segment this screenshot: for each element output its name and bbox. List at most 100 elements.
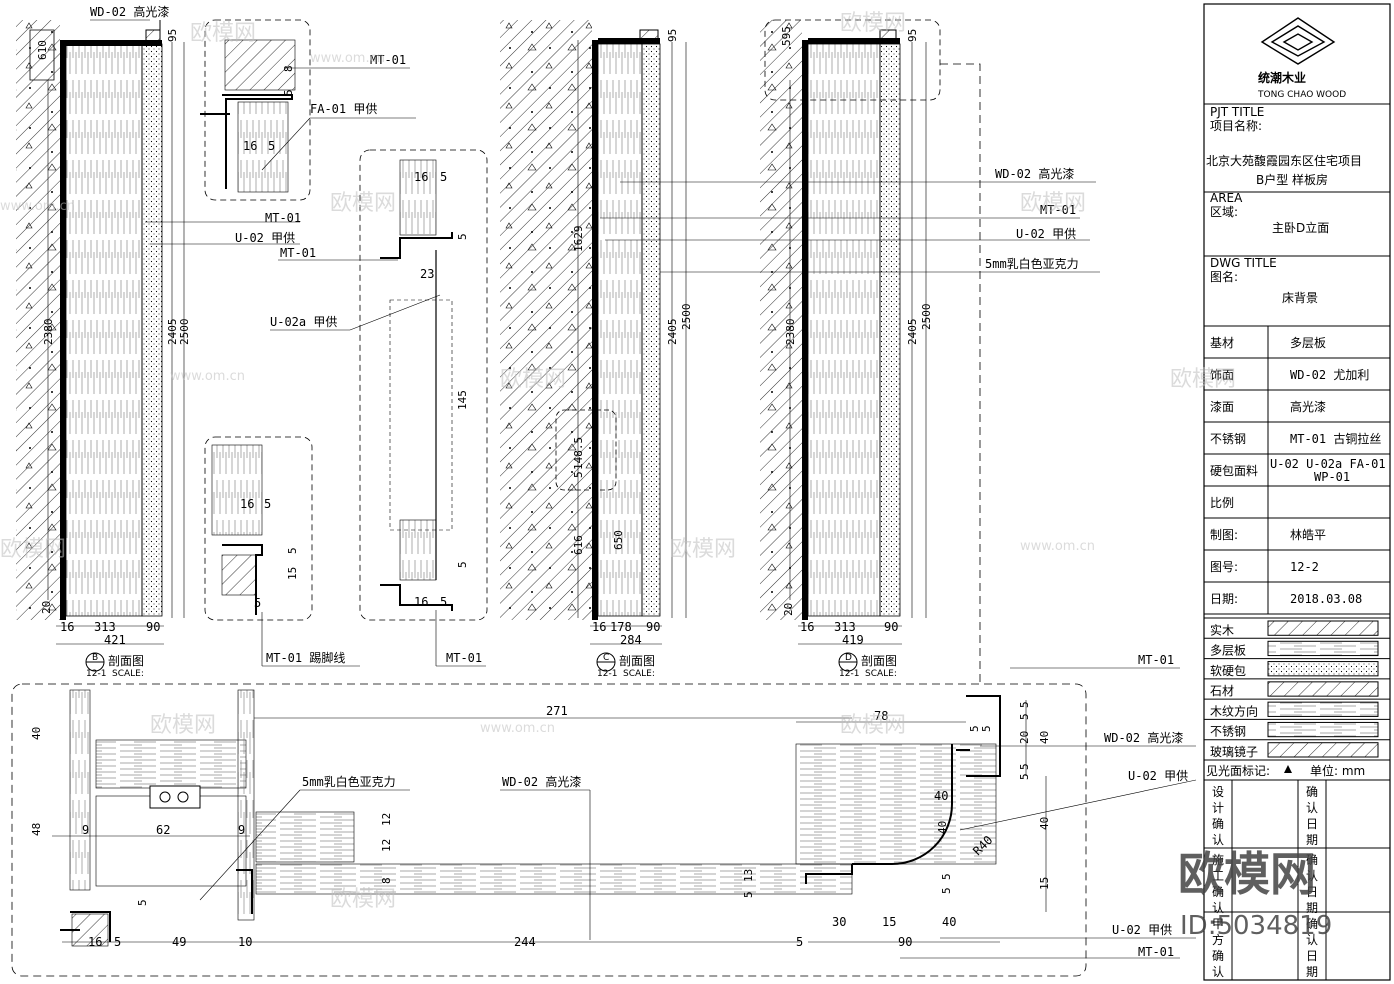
plan-dim-40c: 40 <box>934 789 948 803</box>
tb-row-label: 硬包面料 <box>1210 464 1258 478</box>
plan-dim-40d: 40 <box>936 821 949 834</box>
b-dim-20: 20 <box>40 601 53 614</box>
plan-dim-9b: 9 <box>238 823 245 837</box>
det3-dim-16: 16 <box>414 170 428 184</box>
owner-confirm-label: 方 <box>1212 932 1224 947</box>
label-mt01-plan-top: MT-01 <box>1138 653 1174 667</box>
c-section-scale: SCALE: <box>623 669 655 679</box>
c-dim-95: 95 <box>666 29 679 42</box>
det3-dim-5: 5 <box>440 170 447 184</box>
detail-bottom-2: 16 5 5 15 5 <box>204 436 313 621</box>
plan-dim-16: 16 <box>88 935 102 949</box>
det2-dim-15: 15 <box>286 567 299 580</box>
plan-dim-20: 20 <box>1018 731 1031 744</box>
b-section-tag: B <box>92 653 98 663</box>
b-dim-313: 313 <box>94 620 116 634</box>
plan-dim-9a: 9 <box>82 823 89 837</box>
detail-top-1: 16 5 8 5 <box>200 19 311 201</box>
det1-dim-16: 16 <box>243 139 257 153</box>
tb-row-label: 饰面 <box>1210 368 1234 382</box>
label-u02-plan-low: U-02 甲供 <box>1112 923 1172 937</box>
label-u02-plan-right: U-02 甲供 <box>1128 769 1188 783</box>
plan-dim-244: 244 <box>514 935 536 949</box>
d-dim-2500: 2500 <box>920 304 933 331</box>
visible-face-triangle-icon <box>1284 765 1292 773</box>
b-dim-2500: 2500 <box>178 319 191 346</box>
tb-row-label: 图号: <box>1210 560 1238 574</box>
b-dim-95: 95 <box>166 29 179 42</box>
d-dim-313: 313 <box>834 620 856 634</box>
c-dim-284: 284 <box>620 633 642 647</box>
visible-face-label: 见光面标记: <box>1206 764 1270 778</box>
watermark-brand-8: 欧模网 <box>0 537 66 562</box>
label-u02-right: U-02 甲供 <box>1016 227 1076 241</box>
d-dim-2380: 2380 <box>784 319 797 346</box>
construct-confirm-label: 施 <box>1212 853 1224 867</box>
b-dim-421: 421 <box>104 633 126 647</box>
plan-dim-12b: 12 <box>380 839 393 852</box>
legend-swatch <box>1267 661 1379 677</box>
c-dim-5: 5 <box>572 471 585 478</box>
c-dim-16: 16 <box>592 620 606 634</box>
c-dim-148: 148.5 <box>572 437 585 470</box>
upper-leaders: WD-02 高光漆 MT-01 FA-01 甲供 MT-01 U-02 甲供 M… <box>90 4 1100 667</box>
b-dim-610: 610 <box>36 40 49 60</box>
det3-dim-23: 23 <box>420 267 434 281</box>
construct-confirm-label: 确 <box>1212 885 1224 899</box>
plan-dim-5c: 5 <box>796 935 803 949</box>
plan-dim-78: 78 <box>874 709 888 723</box>
confirm-date-label-2: 确 <box>1306 853 1318 867</box>
c-dim-90: 90 <box>646 620 660 634</box>
b-section-sheet: 12-1 <box>86 669 106 679</box>
tb-row-label: 制图: <box>1210 528 1238 542</box>
d-dim-2405: 2405 <box>906 319 919 346</box>
plan-dim-40b: 40 <box>942 915 956 929</box>
plan-dim-271: 271 <box>546 704 568 718</box>
label-mt01-top: MT-01 <box>370 53 406 67</box>
plan-dim-49: 49 <box>172 935 186 949</box>
tb-row-value: WD-02 尤加利 <box>1290 368 1369 382</box>
b-section-caption: 剖面图 <box>108 654 144 668</box>
watermark-brand-3: 欧模网 <box>330 191 396 216</box>
owner-confirm-label: 甲 <box>1212 917 1224 931</box>
plan-dim-5f: 5 <box>1018 701 1031 708</box>
det3-dim-5d: 5 <box>440 595 447 609</box>
tb-row-value: 多层板 <box>1290 336 1326 350</box>
plan-dim-5b: 5 <box>114 935 121 949</box>
tb-row-label: 漆面 <box>1210 400 1234 414</box>
legend-label: 软硬包 <box>1210 664 1246 678</box>
confirm-date-label: 确 <box>1306 785 1318 799</box>
tb-row-value: 林皓平 <box>1290 528 1326 542</box>
plan-dim-13: 13 <box>742 869 755 882</box>
legend-swatch <box>1267 721 1379 738</box>
legend-label: 实木 <box>1210 622 1234 637</box>
plan-dim-30: 30 <box>832 915 846 929</box>
watermark-brand-10: 欧模网 <box>840 713 906 738</box>
watermark-brand: 欧模网 <box>190 21 256 46</box>
tb-row-value: MT-01 古铜拉丝 <box>1290 431 1381 446</box>
plan-dim-90: 90 <box>898 935 912 949</box>
label-mt01-right: MT-01 <box>1040 203 1076 217</box>
label-u02a: U-02a 甲供 <box>270 315 337 329</box>
d-section-scale: SCALE: <box>865 669 897 679</box>
watermark-id: ID:5034819 <box>1180 911 1332 941</box>
det3-dim-145: 145 <box>456 390 469 410</box>
plan-dim-5g: 5 <box>1018 713 1031 720</box>
c-dim-650: 650 <box>612 530 625 550</box>
c-dim-2500: 2500 <box>680 304 693 331</box>
owner-confirm-label: 确 <box>1212 949 1224 963</box>
b-dim-2380: 2380 <box>42 319 55 346</box>
d-dim-419: 419 <box>842 633 864 647</box>
plan-dim-40a: 40 <box>30 727 43 740</box>
det2-dim-5b: 5 <box>286 547 299 554</box>
d-section-caption: 剖面图 <box>861 654 897 668</box>
label-mt01-plan-low: MT-01 <box>1138 945 1174 959</box>
legend-label: 木纹方向 <box>1210 703 1258 718</box>
legend-swatch <box>1267 701 1379 717</box>
label-mt01-low: MT-01 <box>446 651 482 665</box>
plan-dim-48: 48 <box>30 823 43 836</box>
plan-dim-5a: 5 <box>136 899 149 906</box>
det3-dim-5b: 5 <box>456 233 469 240</box>
